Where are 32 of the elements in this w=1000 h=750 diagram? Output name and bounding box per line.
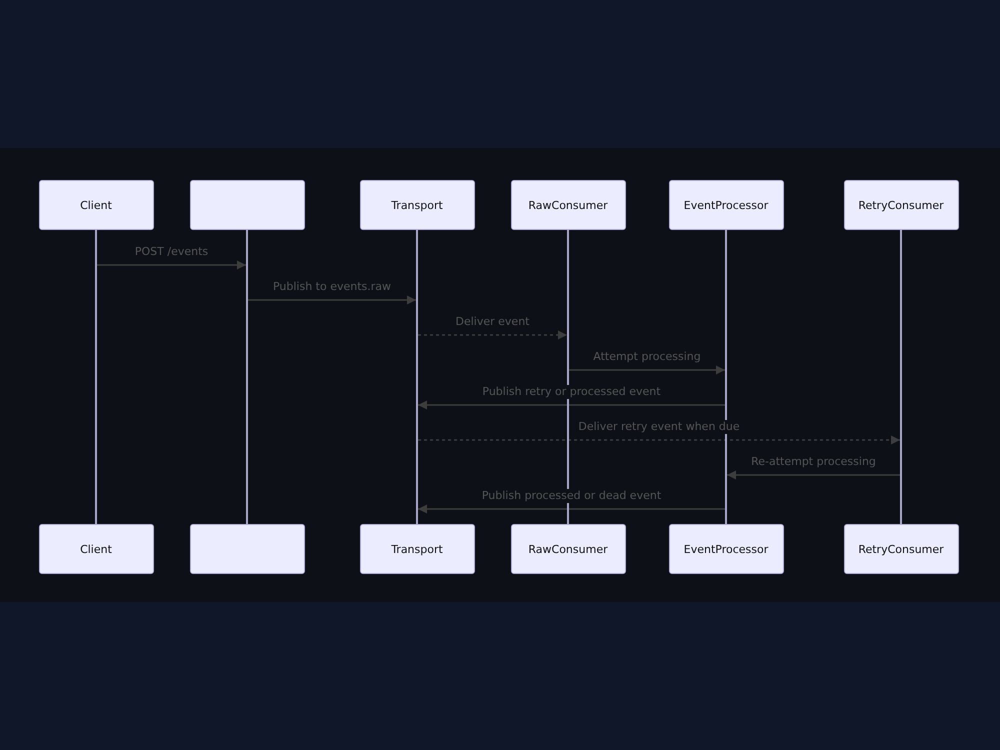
message-label: POST /events [132, 245, 210, 259]
message-arrow [248, 296, 416, 304]
lifeline [567, 230, 569, 524]
participant-box: RawConsumer [510, 524, 626, 574]
participant-box: Transport [360, 524, 474, 574]
message-label: Publish retry or processed event [480, 385, 663, 399]
participant-box: EventProcessor [668, 524, 784, 574]
lifeline [725, 230, 727, 524]
participant-box [190, 524, 304, 574]
participant-box [190, 180, 304, 230]
lifeline [900, 230, 902, 524]
participant-box: Transport [360, 180, 474, 230]
lifeline [416, 230, 418, 524]
message-label: Publish processed or dead event [480, 489, 664, 503]
participant-box: Client [38, 180, 154, 230]
message-label: Deliver retry event when due [576, 420, 742, 434]
participant-box: RetryConsumer [844, 180, 958, 230]
participant-box: RawConsumer [510, 180, 626, 230]
message-label: Re-attempt processing [749, 455, 878, 469]
message-arrow [418, 400, 725, 410]
participant-box: RetryConsumer [844, 524, 958, 574]
participant-box: Client [38, 524, 154, 574]
participant-box: EventProcessor [668, 180, 784, 230]
message-arrow [569, 366, 725, 374]
message-arrow [97, 260, 246, 270]
message-label: Attempt processing [591, 350, 703, 364]
lifeline [246, 230, 248, 524]
message-arrow [727, 470, 900, 480]
lifeline [95, 230, 97, 524]
dashed-message-arrow [418, 330, 567, 340]
message-arrow [418, 504, 725, 514]
dashed-message-arrow [418, 436, 900, 444]
